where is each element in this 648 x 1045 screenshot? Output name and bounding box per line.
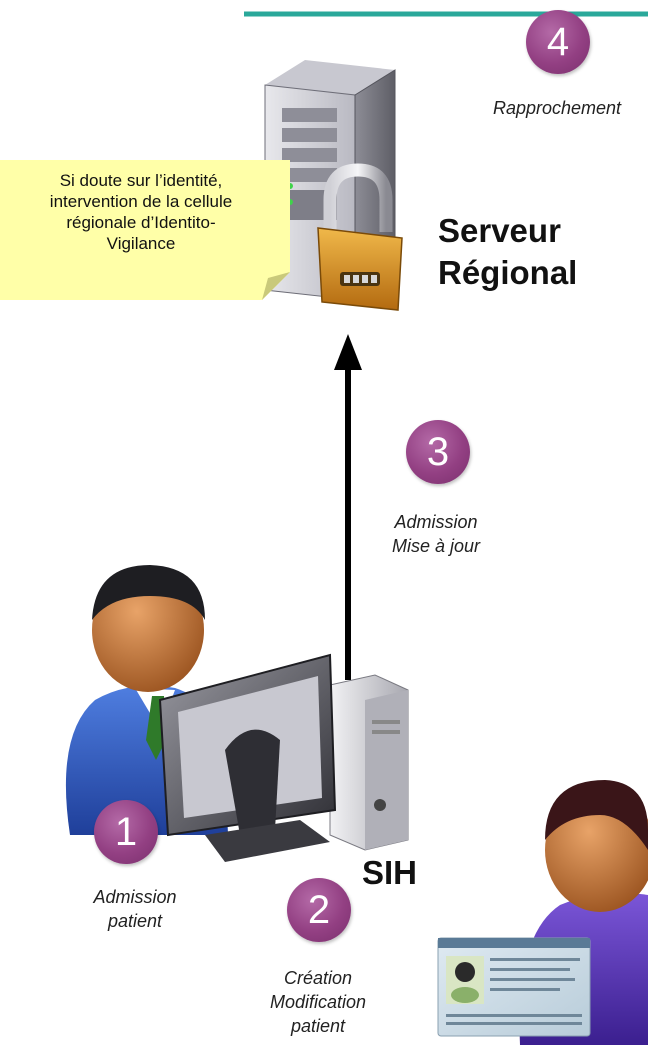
note-shape	[0, 160, 290, 300]
note-text: Si doute sur l’identité, intervention de…	[49, 171, 233, 253]
step-1-badge: 1	[94, 800, 158, 864]
id-card-icon	[437, 937, 591, 1037]
identity-vigilance-note: Si doute sur l’identité, intervention de…	[0, 160, 290, 300]
step-2-badge: 2	[287, 878, 351, 942]
desktop-computer-icon	[158, 653, 409, 862]
creation-modification-caption: Création Modification patient	[269, 968, 367, 1036]
flow-arrow	[334, 334, 362, 680]
admission-update-caption: Admission Mise à jour	[391, 512, 481, 556]
server-label: Serveur Régional	[438, 212, 578, 291]
step-4-badge: 4	[526, 10, 590, 74]
admission-patient-caption: Admission patient	[93, 887, 177, 931]
step-3-badge: 3	[406, 420, 470, 484]
padlock-icon	[317, 163, 403, 311]
rapprochement-caption: Rapprochement	[492, 98, 622, 118]
sih-label: SIH	[362, 854, 418, 891]
